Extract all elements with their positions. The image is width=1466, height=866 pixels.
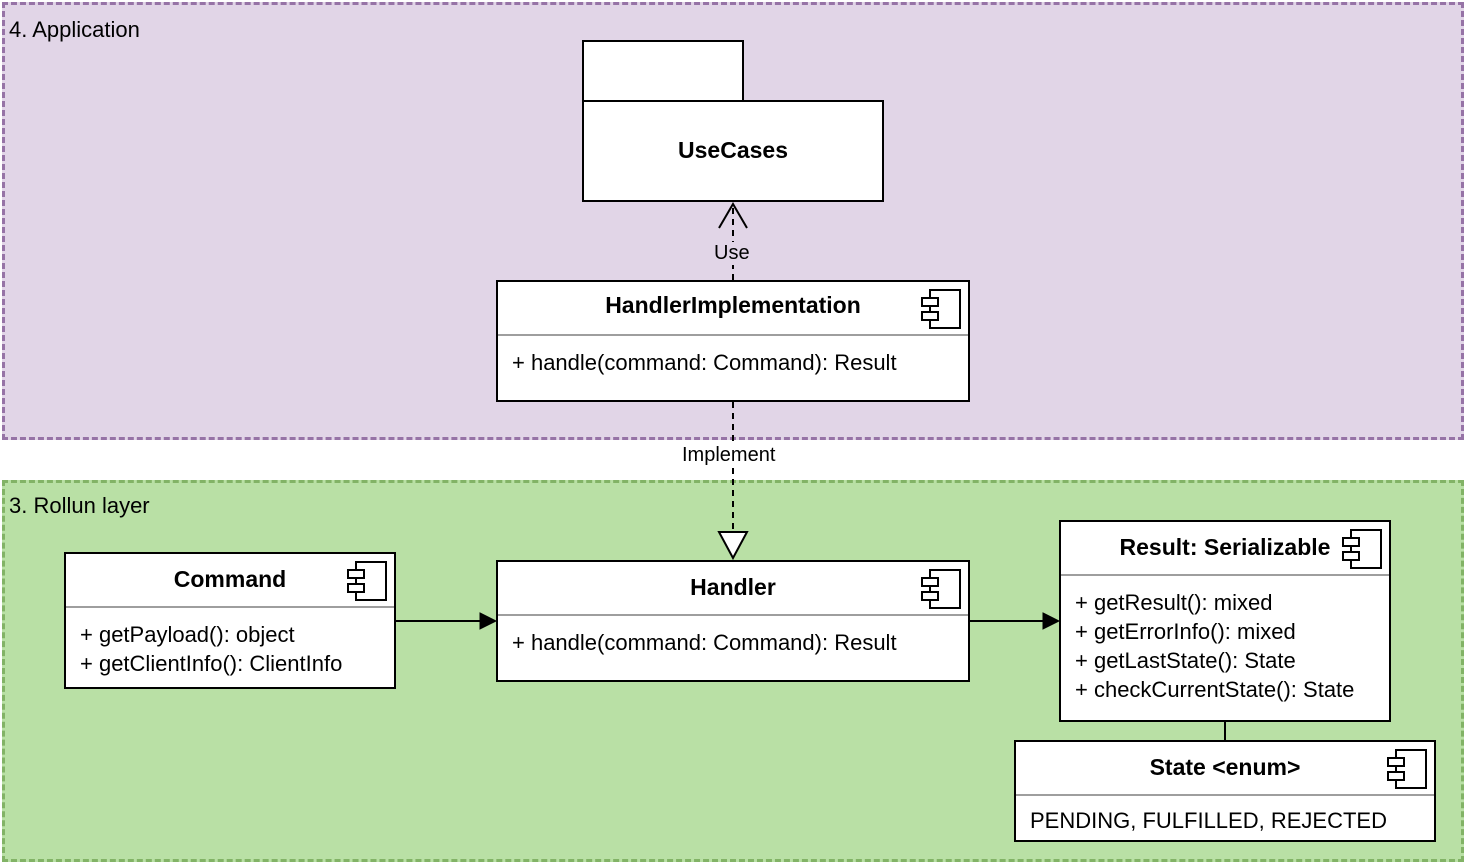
command-component[interactable]: Command + getPayload(): object + getClie… — [64, 552, 396, 689]
member-check-current-state: + checkCurrentState(): State — [1075, 677, 1355, 702]
member-get-payload: + getPayload(): object — [80, 622, 295, 647]
result-members: + getResult(): mixed + getErrorInfo(): m… — [1075, 588, 1354, 704]
handler-implementation-members: + handle(command: Command): Result — [512, 348, 897, 377]
member-handle: + handle(command: Command): Result — [512, 630, 897, 655]
state-enum-component[interactable]: State <enum> PENDING, FULFILLED, REJECTE… — [1014, 740, 1436, 842]
state-values: PENDING, FULFILLED, REJECTED — [1030, 808, 1387, 833]
application-layer-label: 4. Application — [9, 17, 140, 42]
handler-implementation-title: HandlerImplementation — [605, 292, 861, 318]
member-get-error-info: + getErrorInfo(): mixed — [1075, 619, 1296, 644]
state-title: State <enum> — [1149, 754, 1301, 780]
use-label: Use — [712, 242, 752, 265]
result-title: Result: Serializable — [1119, 534, 1331, 560]
member-handle: + handle(command: Command): Result — [512, 350, 897, 375]
separator — [66, 606, 394, 608]
separator — [1061, 574, 1389, 576]
member-get-result: + getResult(): mixed — [1075, 590, 1273, 615]
rollun-layer-label: 3. Rollun layer — [9, 493, 150, 518]
separator — [498, 334, 968, 336]
separator — [1016, 794, 1434, 796]
member-get-last-state: + getLastState(): State — [1075, 648, 1296, 673]
handler-members: + handle(command: Command): Result — [512, 628, 897, 657]
implement-label: Implement — [680, 444, 778, 467]
component-icon — [1342, 529, 1382, 569]
command-title: Command — [173, 566, 287, 592]
usecases-package-tab — [582, 40, 744, 102]
component-icon — [921, 569, 961, 609]
component-icon — [1387, 749, 1427, 789]
result-component[interactable]: Result: Serializable + getResult(): mixe… — [1059, 520, 1391, 722]
handler-component[interactable]: Handler + handle(command: Command): Resu… — [496, 560, 970, 682]
usecases-package[interactable]: UseCases — [582, 100, 884, 202]
handler-title: Handler — [690, 574, 776, 600]
usecases-package-name: UseCases — [678, 137, 788, 163]
command-members: + getPayload(): object + getClientInfo()… — [80, 620, 342, 678]
state-members: PENDING, FULFILLED, REJECTED — [1030, 806, 1387, 835]
separator — [498, 614, 968, 616]
component-icon — [921, 289, 961, 329]
handler-implementation-component[interactable]: HandlerImplementation + handle(command: … — [496, 280, 970, 402]
component-icon — [347, 561, 387, 601]
member-get-client-info: + getClientInfo(): ClientInfo — [80, 651, 343, 676]
